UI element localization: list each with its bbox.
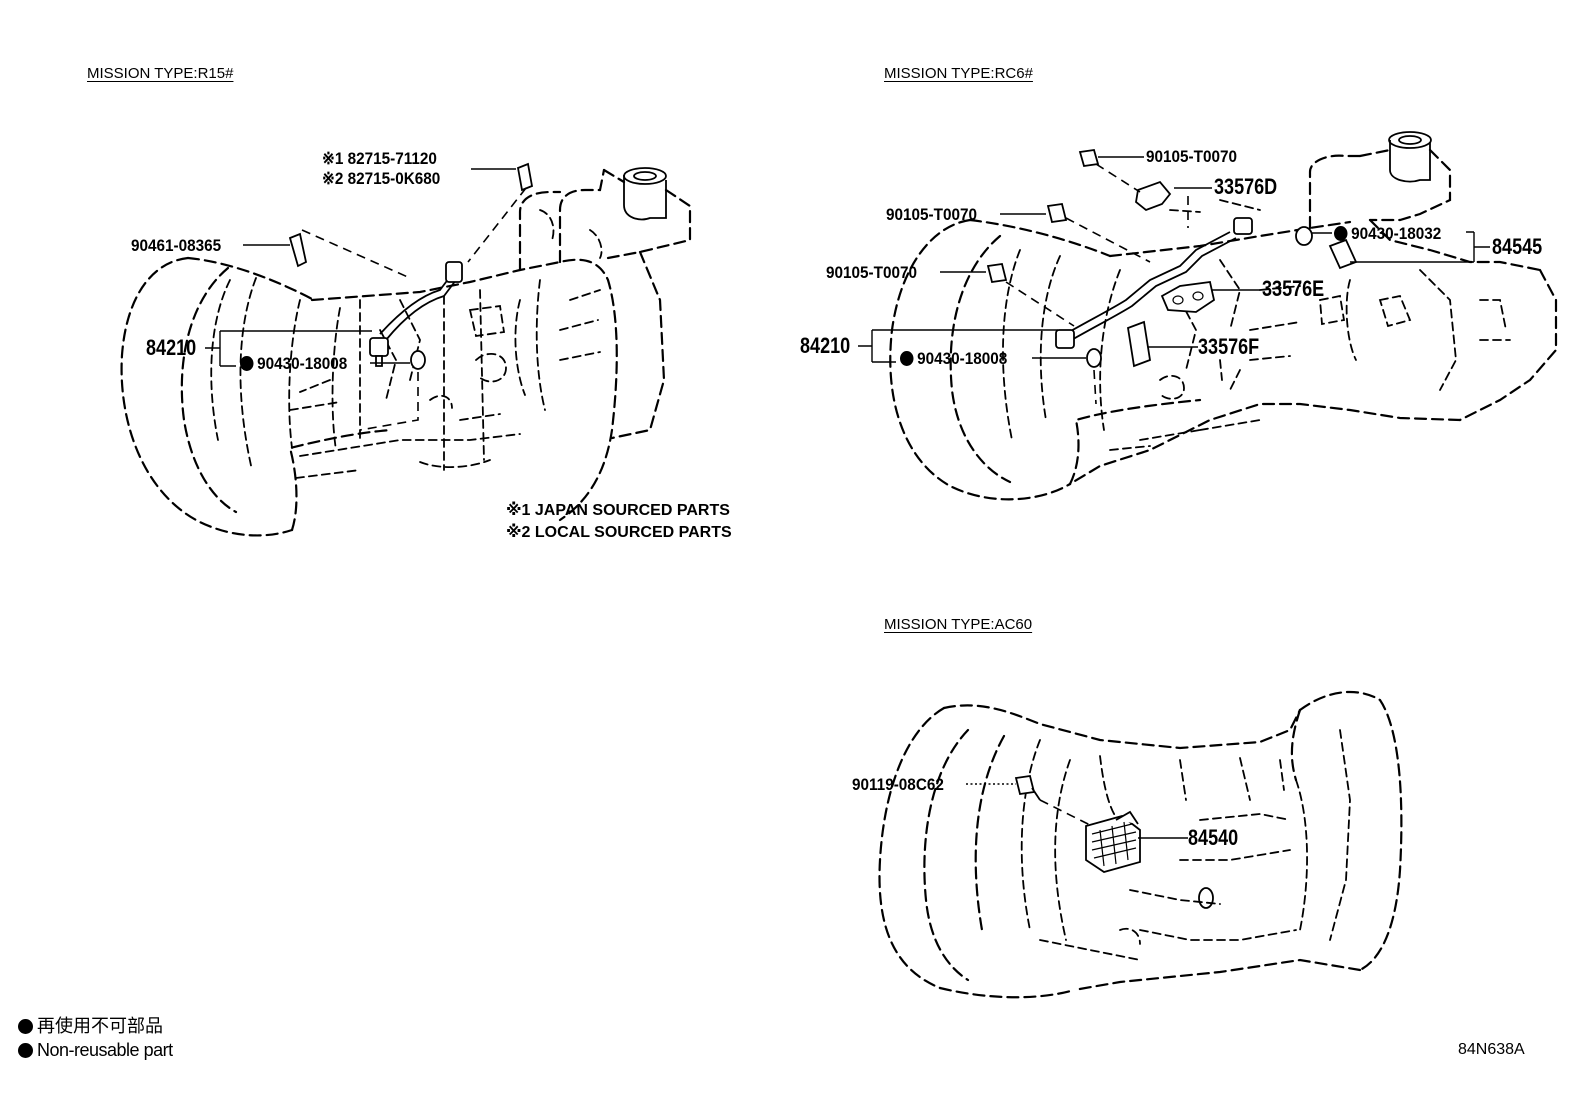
- note-japan-sourced: ※1 JAPAN SOURCED PARTS: [506, 502, 730, 519]
- callout-bolt-mid: 90105-T0070: [886, 205, 978, 224]
- callout-sensor-82715-71120: ※1 82715-71120: [322, 149, 437, 168]
- callout-gasket-90430-18032: 90430-18032: [1334, 225, 1441, 242]
- callout-clamp-90461-08365: 90461-08365: [131, 236, 222, 255]
- callout-bolt-top: 90105-T0070: [1146, 147, 1238, 166]
- non-reusable-icon: [900, 351, 914, 366]
- non-reusable-icon: [240, 356, 254, 371]
- callout-bracket-33576E: 33576E: [1262, 276, 1325, 301]
- callout-switch-84545: 84545: [1492, 234, 1543, 259]
- transmission-rc6: [858, 131, 1558, 501]
- callout-switch-84540: 84540: [1188, 825, 1239, 850]
- callout-switch-84210-rc6: 84210: [800, 333, 851, 358]
- section-header-r15: MISSION TYPE:R15#: [87, 65, 234, 82]
- callout-bracket-33576F: 33576F: [1198, 334, 1260, 359]
- section-header-rc6: MISSION TYPE:RC6#: [884, 65, 1033, 82]
- callout-gasket-90430-18008: 90430-18008: [240, 355, 347, 372]
- note-local-sourced: ※2 LOCAL SOURCED PARTS: [506, 524, 732, 541]
- legend-non-reusable-en: Non-reusable part: [18, 1041, 173, 1059]
- callout-bracket-33576D: 33576D: [1214, 174, 1278, 199]
- callout-gasket-90430-18008-rc6: 90430-18008: [900, 350, 1007, 367]
- transmission-ac60: [878, 690, 1403, 999]
- section-header-ac60: MISSION TYPE:AC60: [884, 616, 1033, 633]
- non-reusable-icon: [1334, 226, 1348, 241]
- callout-bolt-low: 90105-T0070: [826, 263, 918, 282]
- transmission-r15: [120, 162, 692, 537]
- legend-non-reusable-jp: 再使用不可部品: [18, 1017, 163, 1035]
- figure-id: 84N638A: [1458, 1041, 1525, 1058]
- callout-switch-84210: 84210: [146, 335, 197, 360]
- callout-bolt-90119-08C62: 90119-08C62: [852, 775, 944, 794]
- non-reusable-icon: [18, 1043, 33, 1058]
- callout-sensor-82715-0K680: ※2 82715-0K680: [322, 169, 441, 188]
- non-reusable-icon: [18, 1019, 33, 1034]
